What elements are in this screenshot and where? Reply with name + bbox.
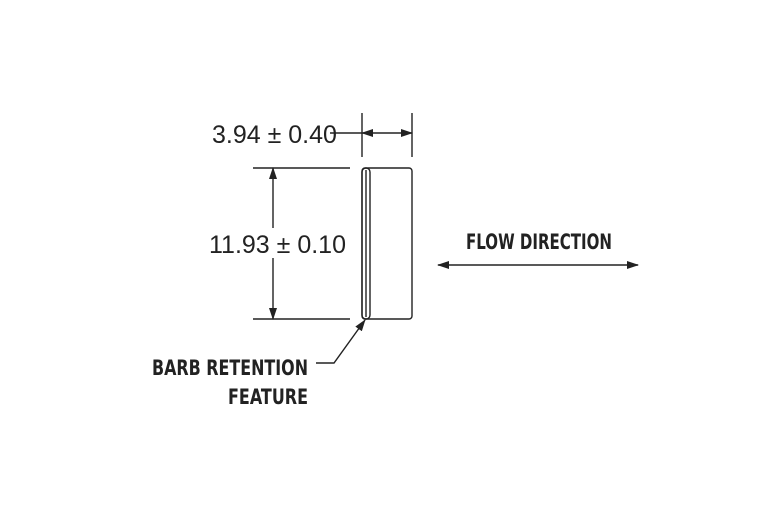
- flow-direction-label: FLOW DIRECTION: [466, 230, 612, 254]
- width-dimension: 3.94 ± 0.40: [212, 113, 413, 157]
- barb-retention-callout: BARB RETENTION FEATURE: [152, 319, 366, 409]
- height-dimension: 11.93 ± 0.10: [205, 167, 350, 320]
- barb-label-line1: BARB RETENTION: [152, 356, 308, 380]
- part-body: [361, 167, 413, 320]
- width-dimension-label: 3.94 ± 0.40: [212, 121, 337, 149]
- barb-label-line2: FEATURE: [228, 385, 308, 409]
- flow-direction-indicator: FLOW DIRECTION: [437, 230, 639, 269]
- height-dimension-label: 11.93 ± 0.10: [209, 231, 346, 259]
